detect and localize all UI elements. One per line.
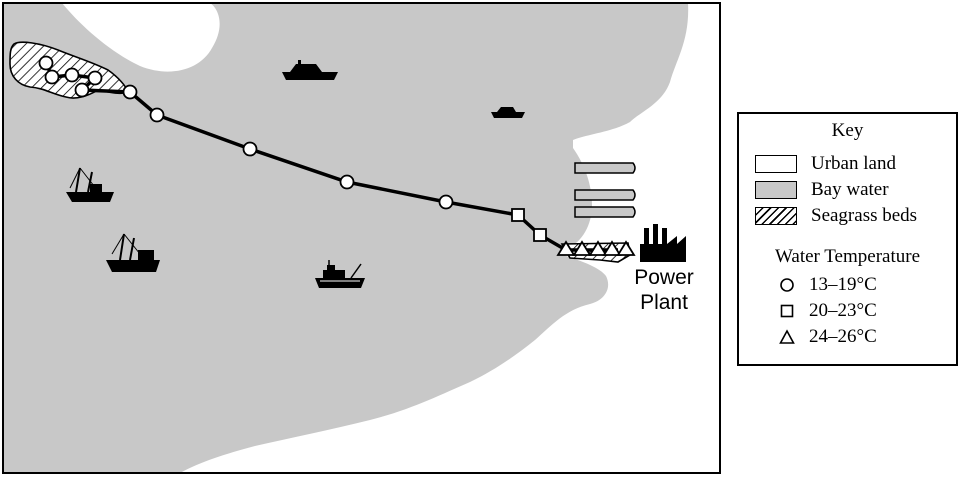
square-marker-icon [780,304,794,318]
temperature-sample-triangle [616,240,636,256]
key-row-urban: Urban land [755,153,896,174]
key-title: Key [831,120,864,141]
map-key: Key Urban land Bay water Seagrass beds W… [737,112,958,366]
temperature-sample-circle [64,67,80,83]
temperature-sample-circle [438,194,454,210]
tugboat-icon [315,260,365,288]
temperature-sample-circle [38,55,54,71]
temperature-sample-circle [122,84,138,100]
temperature-sample-triangle [556,240,576,256]
key-row-temp-mid: 20–23°C [779,300,877,322]
key-row-bay: Bay water [755,179,889,200]
power-plant-label-line2: Plant [640,291,688,314]
temperature-sample-triangle [602,240,622,256]
seagrass-swatch [755,207,797,225]
temperature-sample-circle [149,107,165,123]
bay-water-swatch [755,181,797,199]
factory-icon [640,224,686,262]
temperature-sample-square [511,208,525,222]
temperature-sample-circle [242,141,258,157]
key-label-temp-mid: 20–23°C [809,300,877,321]
triangle-marker-icon [779,329,795,344]
key-label-temp-low: 13–19°C [809,274,877,295]
urban-land-swatch [755,155,797,173]
key-row-seagrass: Seagrass beds [755,205,918,226]
key-label-temp-high: 24–26°C [809,326,877,347]
power-plant-label: Power Plant [629,265,699,315]
motorboat-icon [491,107,525,118]
key-label-urban: Urban land [811,153,896,174]
temperature-sample-square [533,228,547,242]
fishing-boat-icon [66,167,114,202]
temperature-sample-triangle [588,240,608,256]
motorboat-icon [282,60,338,80]
temperature-sample-triangle [572,240,592,256]
key-row-temp-high: 24–26°C [779,326,877,348]
temperature-sample-circle [74,82,90,98]
key-label-seagrass: Seagrass beds [811,205,918,226]
temperature-sample-circle [87,70,103,86]
key-row-temp-low: 13–19°C [779,274,877,296]
temperature-title: Water Temperature [774,246,920,267]
map-frame [2,2,721,474]
temperature-sample-circle [339,174,355,190]
piers [574,162,636,218]
power-plant-label-line1: Power [634,266,694,289]
temperature-sample-circle [44,69,60,85]
fishing-boat-icon [106,233,160,272]
circle-marker-icon [780,278,794,292]
key-label-bay: Bay water [811,179,889,200]
